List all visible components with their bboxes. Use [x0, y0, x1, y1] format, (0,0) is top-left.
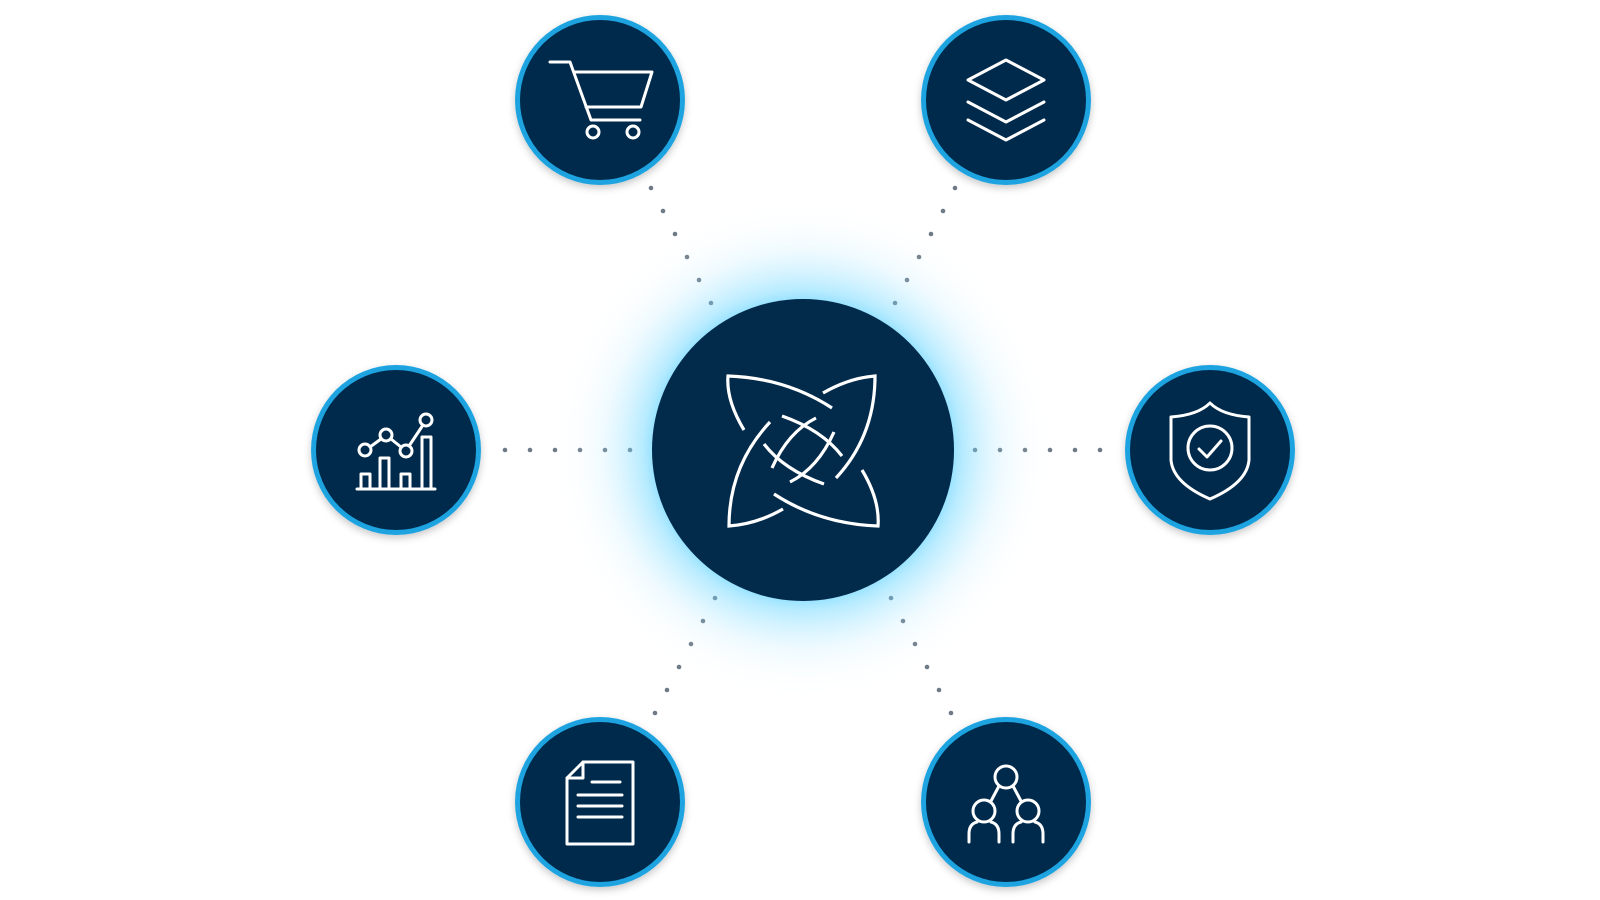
shield-check-icon	[1169, 401, 1251, 501]
crossed-arcs-logo-icon	[726, 374, 880, 528]
node-analytics[interactable]	[311, 365, 481, 535]
shopping-cart-icon	[548, 60, 654, 140]
node-team[interactable]	[921, 717, 1091, 887]
node-layers[interactable]	[921, 15, 1091, 185]
node-document[interactable]	[515, 717, 685, 887]
node-shopping[interactable]	[515, 15, 685, 185]
layers-stack-icon	[966, 58, 1046, 142]
hub-node[interactable]	[652, 299, 954, 601]
node-security[interactable]	[1125, 365, 1295, 535]
document-icon	[565, 760, 635, 846]
analytics-chart-icon	[355, 412, 437, 491]
people-network-icon	[967, 764, 1045, 844]
